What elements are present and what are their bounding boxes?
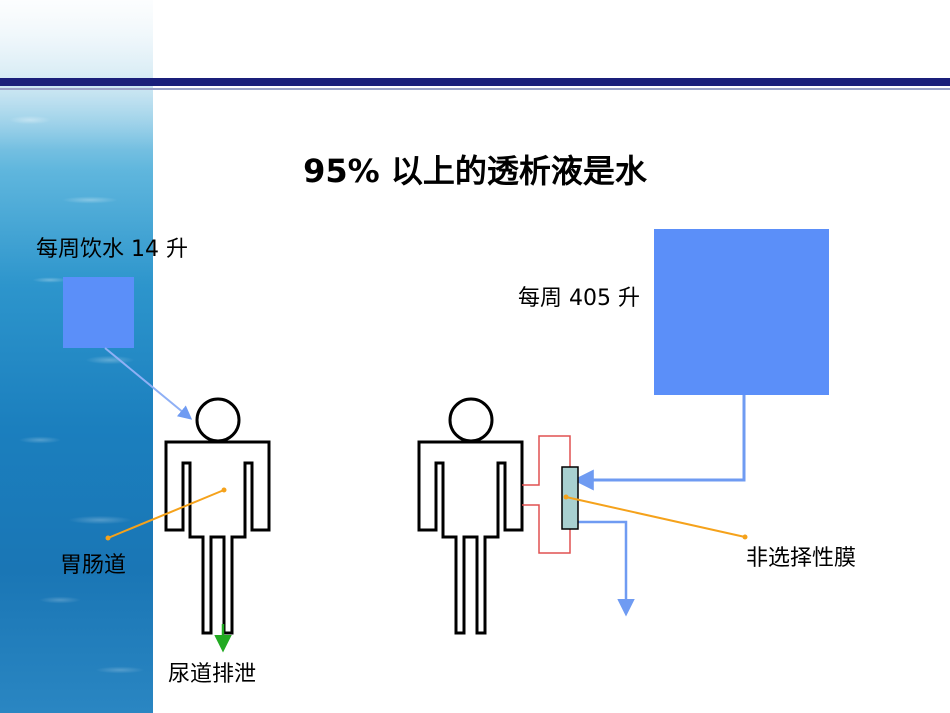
dialysate-water-box bbox=[654, 229, 829, 395]
left-person-body bbox=[164, 440, 271, 635]
header-bar-accent bbox=[0, 88, 950, 90]
membrane-pointer-dot-start bbox=[563, 494, 569, 500]
slide-title: 95% 以上的透析液是水 bbox=[303, 152, 647, 190]
gi-tract-label: 胃肠道 bbox=[60, 553, 127, 578]
urinary-label: 尿道排泄 bbox=[168, 662, 257, 687]
header-bar bbox=[0, 78, 950, 86]
dialysate-outflow-line bbox=[578, 520, 635, 617]
gi-pointer-line bbox=[107, 489, 225, 539]
right-person-body bbox=[417, 440, 524, 635]
right-person-figure bbox=[417, 397, 524, 635]
left-person-head bbox=[195, 397, 241, 443]
blood-circuit-line bbox=[522, 435, 571, 486]
gi-pointer-dot-start bbox=[221, 487, 227, 493]
weekly-drink-label: 每周饮水 14 升 bbox=[36, 237, 188, 262]
membrane-pointer-line bbox=[565, 496, 746, 538]
blood-return-line bbox=[522, 504, 571, 554]
water-background-fade bbox=[0, 0, 153, 150]
drink-water-box bbox=[63, 277, 134, 348]
gi-pointer-dot-end bbox=[105, 535, 111, 541]
left-person-figure bbox=[164, 397, 271, 635]
weekly-dialysate-label: 每周 405 升 bbox=[518, 286, 640, 311]
right-person-head bbox=[448, 397, 494, 443]
drink-flow-arrow bbox=[104, 347, 193, 420]
membrane-pointer-dot-end bbox=[742, 534, 748, 540]
dialysate-inflow-line bbox=[572, 395, 746, 491]
membrane-label: 非选择性膜 bbox=[746, 546, 857, 571]
